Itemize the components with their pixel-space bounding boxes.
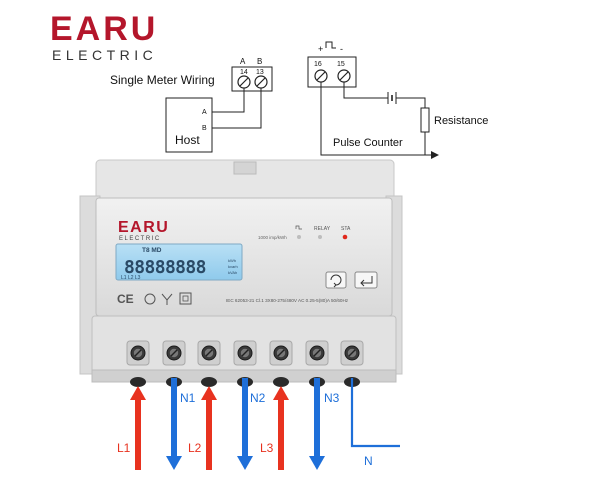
single-meter-wiring: Single Meter Wiring A B 14 13 A B Host xyxy=(110,57,273,153)
host-label: Host xyxy=(175,133,200,147)
imp-label: 1000 imp/kWh xyxy=(258,235,287,240)
relay-led xyxy=(318,235,322,239)
lcd-top-text: T8 MD xyxy=(142,247,162,254)
phase-label-l2: L2 xyxy=(188,441,202,455)
terminal-screw-icon xyxy=(197,340,221,366)
pulse-wire-positive xyxy=(343,82,388,99)
phase-arrow-l2 xyxy=(201,386,217,470)
terminal-15-label: 15 xyxy=(337,61,345,68)
lcd-unit-kvarh: kvarh xyxy=(228,264,238,269)
phase-label-l1: L1 xyxy=(117,441,131,455)
power-wires xyxy=(130,378,400,470)
neutral-arrow-n3 xyxy=(309,378,325,470)
antenna-icon xyxy=(161,293,173,305)
lcd-unit-kwh: kWh xyxy=(228,258,236,263)
screw-icon xyxy=(337,69,351,83)
terminal-screw-icon xyxy=(305,340,329,366)
sta-label: STA xyxy=(341,226,351,232)
terminal-a-top-label: A xyxy=(240,57,246,66)
phase-arrow-l1 xyxy=(130,386,146,470)
pulse-counter-label: Pulse Counter xyxy=(333,137,403,149)
neutral-arrow-n1 xyxy=(166,378,182,470)
ce-mark: CE xyxy=(117,292,134,306)
pulse-wiring: + - 16 15 Resistance Pulse Counter xyxy=(307,41,488,159)
lcd-display xyxy=(115,243,243,281)
logo-sub-text: ELECTRIC xyxy=(52,47,157,63)
pulse-led xyxy=(297,235,301,239)
double-insulation-icon xyxy=(179,292,192,305)
cable-gland xyxy=(130,377,146,387)
terminal-16-label: 16 xyxy=(314,61,322,68)
neutral-label-n1: N1 xyxy=(180,391,196,405)
battery-icon xyxy=(387,92,397,104)
logo-main-text: EARU xyxy=(50,10,158,48)
host-a-label: A xyxy=(202,109,207,116)
terminal-screw-icon xyxy=(340,340,364,366)
brand-logo: EARU ELECTRIC xyxy=(50,10,158,63)
plus-label: + xyxy=(318,44,323,54)
host-b-label: B xyxy=(202,125,207,132)
phase-arrow-l3 xyxy=(273,386,289,470)
sta-led xyxy=(342,234,348,240)
host-box xyxy=(165,97,213,153)
din-clip xyxy=(233,161,257,175)
screw-icon xyxy=(254,75,268,89)
lcd-phase-text: L1 L2 L3 xyxy=(121,275,141,281)
resistor-icon xyxy=(420,107,430,133)
phase-label-l3: L3 xyxy=(260,441,274,455)
enter-icon xyxy=(360,276,373,287)
screw-icon xyxy=(237,75,251,89)
neutral-label-n3: N3 xyxy=(324,391,340,405)
lcd-digits: 88888888 xyxy=(124,257,206,278)
rotate-icon xyxy=(330,274,342,288)
cable-gland xyxy=(273,377,289,387)
wire-a xyxy=(212,88,245,113)
pulse-wire-to-resistor xyxy=(396,97,426,108)
single-meter-label: Single Meter Wiring xyxy=(110,73,215,87)
enter-button[interactable] xyxy=(354,271,378,289)
terminal-screw-icon xyxy=(126,340,150,366)
relay-label: RELAY xyxy=(314,226,331,232)
resistance-label: Resistance xyxy=(434,115,488,127)
pulse-led-icon xyxy=(295,225,302,230)
terminal-13-label: 13 xyxy=(256,69,264,76)
cert-circle-icon xyxy=(144,293,156,305)
neutral-label-n: N xyxy=(364,454,373,468)
minus-label: - xyxy=(340,44,343,54)
meter-logo-main: EARU xyxy=(118,219,169,236)
neutral-line xyxy=(350,378,400,448)
neutral-arrow-n2 xyxy=(237,378,253,470)
screw-icon xyxy=(314,69,328,83)
wire-b xyxy=(212,88,262,129)
pulse-symbol-icon xyxy=(325,41,336,49)
neutral-label-n2: N2 xyxy=(250,391,266,405)
terminal-screw-icon xyxy=(233,340,257,366)
rotate-button[interactable] xyxy=(325,271,347,289)
terminal-screw-icon xyxy=(269,340,293,366)
energy-meter: EARU ELECTRIC 1000 imp/kWh RELAY STA T8 … xyxy=(79,159,403,387)
lcd-unit-kvah: kVAh xyxy=(228,270,237,275)
terminal-14-label: 14 xyxy=(240,69,248,76)
terminal-b-top-label: B xyxy=(257,57,262,66)
spec-line: IEC 62053-21 Cl.1 3X80-275/480V AC 0.25-… xyxy=(226,298,349,303)
terminal-screw-icon xyxy=(162,340,186,366)
meter-logo-sub: ELECTRIC xyxy=(119,236,161,242)
cable-gland xyxy=(201,377,217,387)
pulse-counter-line xyxy=(320,82,439,159)
